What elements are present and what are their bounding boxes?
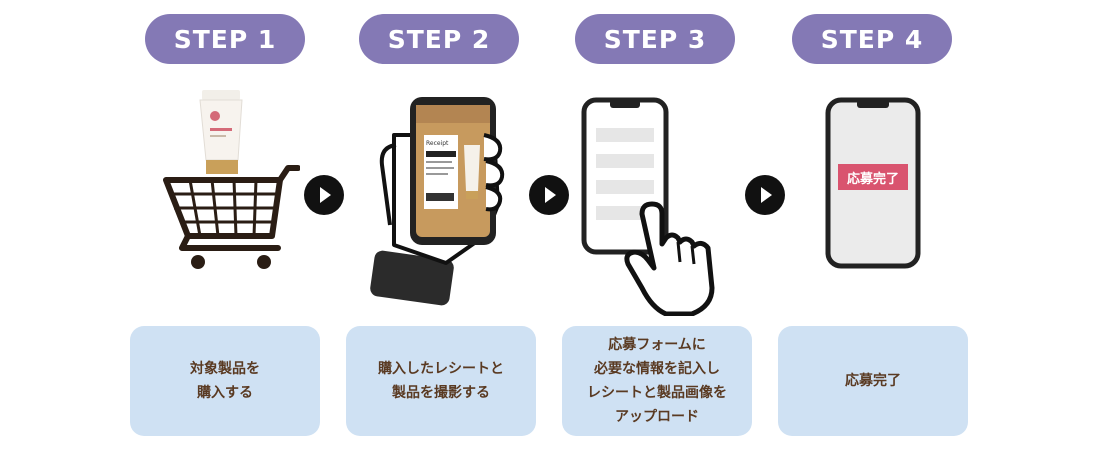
step-2-line: 製品を撮影する xyxy=(392,385,490,401)
phone-complete-label: 応募完了 xyxy=(838,164,908,190)
step-3-line: レシートと製品画像を xyxy=(587,385,727,401)
svg-text:Receipt: Receipt xyxy=(426,140,449,147)
step-4-description: 応募完了 xyxy=(778,326,968,436)
play-arrow-icon xyxy=(529,175,569,215)
step-4-line: 応募完了 xyxy=(845,373,901,389)
tap-hand-icon xyxy=(624,201,715,316)
step-1-line: 対象製品を xyxy=(190,361,260,377)
step-2-badge: STEP 2 xyxy=(359,14,519,64)
phone-form-tap-icon xyxy=(581,97,715,316)
step-1-description: 対象製品を 購入する xyxy=(130,326,320,436)
hand-holding-phone-icon: Receipt xyxy=(370,97,505,306)
step-3-description: 応募フォームに 必要な情報を記入し レシートと製品画像を アップロード xyxy=(562,326,752,436)
step-3-line: 必要な情報を記入し xyxy=(594,361,720,377)
step-2-line: 購入したレシートと xyxy=(378,361,504,377)
step-3-badge: STEP 3 xyxy=(575,14,735,64)
step-1-line: 購入する xyxy=(197,385,253,401)
product-tube-icon xyxy=(199,90,243,174)
step-1-badge: STEP 1 xyxy=(145,14,305,64)
step-2-description: 購入したレシートと 製品を撮影する xyxy=(346,326,536,436)
play-arrow-icon xyxy=(745,175,785,215)
step-3-line: アップロード xyxy=(615,409,699,425)
step-4-badge: STEP 4 xyxy=(792,14,952,64)
shopping-cart-icon xyxy=(163,90,300,269)
play-arrow-icon xyxy=(304,175,344,215)
step-3-line: 応募フォームに xyxy=(608,337,706,353)
